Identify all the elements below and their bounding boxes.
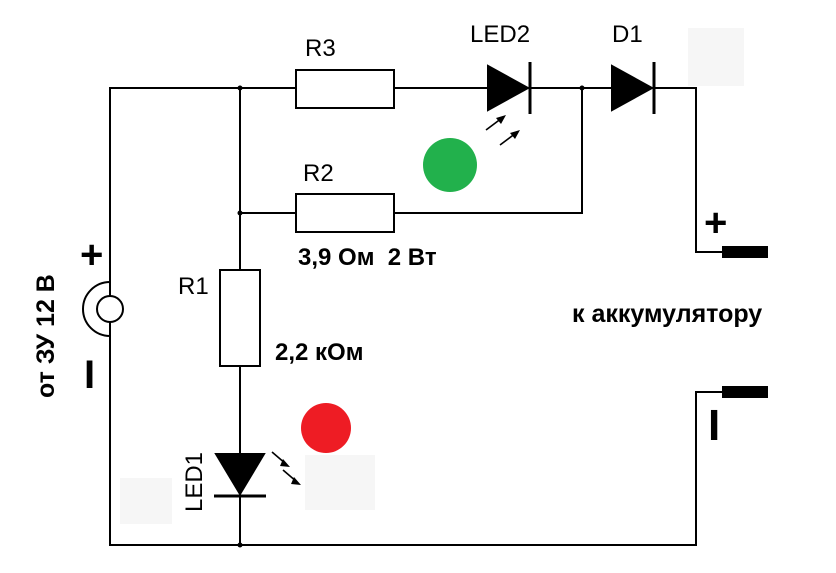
led2-diode-symbol: [485, 62, 532, 146]
led2-label: LED2: [470, 21, 530, 48]
r2-value: 3,9 Ом 2 Вт: [298, 244, 437, 271]
resistor-r1: [219, 269, 261, 367]
input-source-label: от ЗУ 12 В: [32, 274, 60, 398]
led1-indicator: [301, 403, 351, 453]
resistor-r3: [295, 69, 395, 109]
r1-value: 2,2 кОм: [275, 339, 363, 366]
output-battery-label: к аккумулятору: [572, 300, 762, 328]
output-minus-sign: I: [708, 401, 720, 450]
d1-diode-symbol: [611, 62, 656, 114]
input-plus-sign: +: [80, 233, 103, 277]
led1-label: LED1: [181, 452, 208, 512]
r1-label: R1: [178, 273, 209, 300]
d1-label: D1: [612, 21, 643, 48]
r2-label: R2: [303, 160, 334, 187]
r3-label: R3: [305, 35, 336, 62]
wires: [109, 87, 722, 546]
output-terminals: [722, 246, 768, 398]
background-artifacts: [120, 28, 744, 524]
output-plus-sign: +: [704, 201, 727, 245]
junction-dots: [237, 85, 585, 548]
input-minus-sign: I: [84, 353, 95, 397]
input-jack-symbol: [82, 270, 124, 340]
led1-diode-symbol: [214, 451, 301, 498]
led2-indicator: [423, 138, 477, 192]
resistor-r2: [295, 193, 395, 233]
